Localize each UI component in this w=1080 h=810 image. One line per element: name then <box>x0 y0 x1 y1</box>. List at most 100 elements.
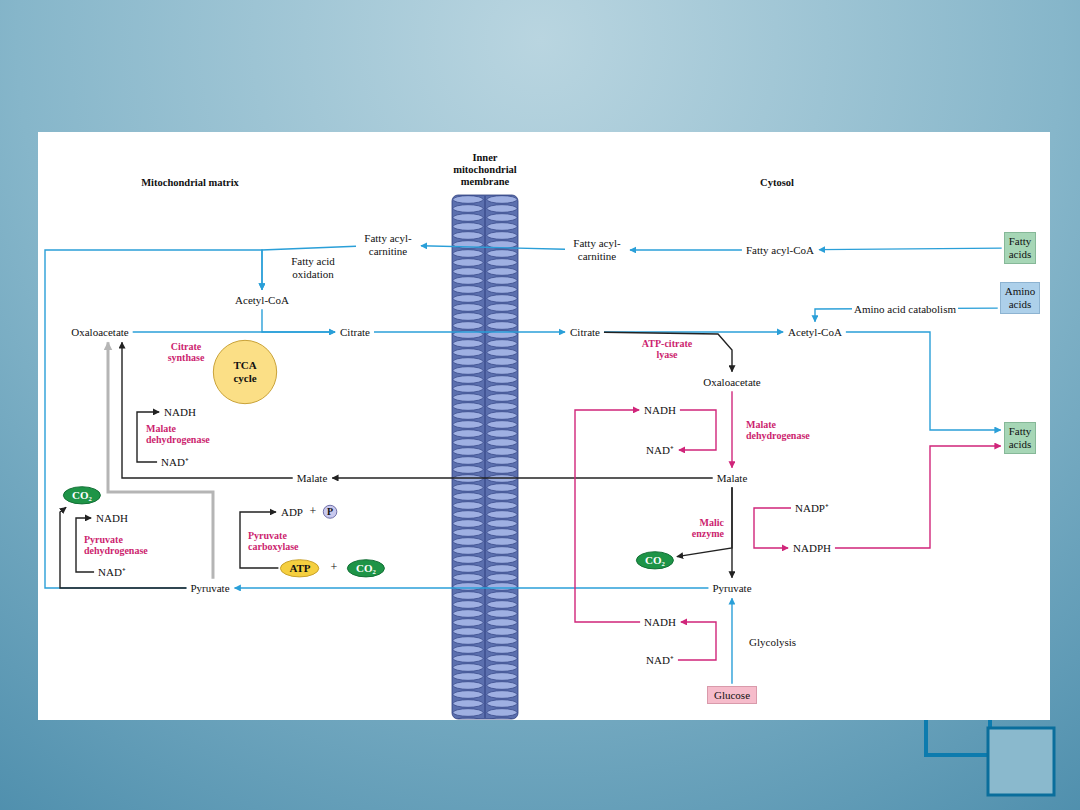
metabolite: Fatty acyl-CoA <box>744 243 816 258</box>
metabolite: Oxaloacetate <box>69 325 130 340</box>
node-text: NAD⁺ <box>646 444 674 457</box>
source-box: Fatty acids <box>1004 232 1037 263</box>
metabolite: ADP <box>279 505 305 520</box>
node-text: Citrate <box>570 326 600 339</box>
metabolite: Fatty acyl- carnitine <box>358 231 418 258</box>
node-text: CO₂ <box>645 554 665 567</box>
connector <box>678 622 716 660</box>
plus-sign: + <box>331 561 338 575</box>
connector <box>731 598 732 683</box>
source-box: Glucose <box>707 686 757 705</box>
source-box: Fatty acids <box>1004 422 1037 453</box>
connector <box>575 410 640 622</box>
enzyme-label: ATP-citrate lyase <box>636 338 698 361</box>
connector <box>262 246 356 289</box>
metabolite: Malate <box>295 471 330 486</box>
metabolite: Acetyl-CoA <box>786 325 844 340</box>
connector <box>677 487 732 556</box>
node-text: Fatty acyl-CoA <box>746 244 814 257</box>
enzyme-label: Malate dehydrogenase <box>146 423 210 446</box>
metabolite: NAD⁺ <box>644 653 676 668</box>
connector <box>630 249 742 250</box>
connector <box>754 508 791 548</box>
metabolite: NAD⁺ <box>644 443 676 458</box>
metabolite: Fatty acyl- carnitine <box>567 236 627 263</box>
node-text: NAD⁺ <box>161 456 189 469</box>
node-text: Malate <box>297 472 328 485</box>
metabolite: Acetyl-CoA <box>233 293 291 308</box>
enzyme-label: Citrate synthase <box>168 341 205 364</box>
metabolite: Pyruvate <box>710 581 753 596</box>
edge-label: Amino acid catabolism <box>852 303 958 316</box>
metabolite: NADH <box>642 615 678 630</box>
phosphate-circle: P <box>323 505 337 519</box>
metabolite: Oxaloacetate <box>701 375 762 390</box>
node-text: CO₂ <box>356 562 376 575</box>
connector <box>421 246 565 249</box>
metabolite: NADPH <box>791 541 833 556</box>
node-text: Acetyl-CoA <box>788 326 842 339</box>
node-text: NAD⁺ <box>646 654 674 667</box>
connector <box>235 587 709 588</box>
connector <box>374 331 565 332</box>
slide-panel <box>38 132 1050 720</box>
membrane <box>452 195 518 719</box>
node-text: Fatty acyl- carnitine <box>360 232 416 257</box>
molecule-oval: ATP <box>280 559 319 578</box>
node-text: NADH <box>164 406 196 419</box>
metabolite: NADH <box>94 511 130 526</box>
connector <box>76 518 94 572</box>
connector <box>45 250 262 588</box>
node-text: Glucose <box>714 689 750 702</box>
molecule-oval: CO₂ <box>347 559 385 578</box>
connector <box>846 332 1001 430</box>
connector <box>108 342 213 578</box>
node-text: Acetyl-CoA <box>235 294 289 307</box>
connector <box>819 248 1002 250</box>
metabolite: NADH <box>162 405 198 420</box>
molecule-oval: CO₂ <box>63 486 101 505</box>
enzyme-label: Malate dehydrogenase <box>746 419 810 442</box>
connector <box>835 446 1001 548</box>
cycle-circle: TCA cycle <box>212 339 278 405</box>
metabolite: Citrate <box>568 325 602 340</box>
enzyme-label: Malic enzyme <box>692 517 724 540</box>
edge-label: Glycolysis <box>747 636 798 649</box>
node-text: Oxaloacetate <box>703 376 760 389</box>
metabolite: NAD⁺ <box>96 565 128 580</box>
source-box: Amino acids <box>1000 282 1041 313</box>
metabolite: NADH <box>642 403 678 418</box>
node-text: P <box>327 506 333 518</box>
plus-sign: + <box>310 505 317 519</box>
node-text: NADP⁺ <box>795 502 829 515</box>
metabolite: Malate <box>715 471 750 486</box>
metabolite: Pyruvate <box>188 581 231 596</box>
connector <box>332 477 712 478</box>
node-text: ADP <box>281 506 303 519</box>
section-heading: Mitochondrial matrix <box>141 177 239 189</box>
node-text: Fatty acids <box>1009 235 1032 260</box>
enzyme-label: Pyruvate carboxylase <box>248 530 299 553</box>
connector <box>604 332 732 371</box>
node-text: NAD⁺ <box>98 566 126 579</box>
edge-label: Fatty acid oxidation <box>285 255 341 280</box>
node-text: NADH <box>96 512 128 525</box>
section-heading: Inner mitochondrial membrane <box>453 152 517 188</box>
node-text: Citrate <box>340 326 370 339</box>
metabolite: Citrate <box>338 325 372 340</box>
node-text: CO₂ <box>72 489 92 502</box>
connector <box>731 391 732 467</box>
node-text: Amino acids <box>1005 285 1036 310</box>
connector <box>133 331 335 332</box>
enzyme-label: Pyruvate dehydrogenase <box>84 534 148 557</box>
node-text: NADPH <box>793 542 831 555</box>
node-text: NADH <box>644 616 676 629</box>
connector <box>262 309 335 332</box>
section-heading: Cytosol <box>760 177 794 189</box>
node-text: Pyruvate <box>712 582 751 595</box>
node-text: Oxaloacetate <box>71 326 128 339</box>
